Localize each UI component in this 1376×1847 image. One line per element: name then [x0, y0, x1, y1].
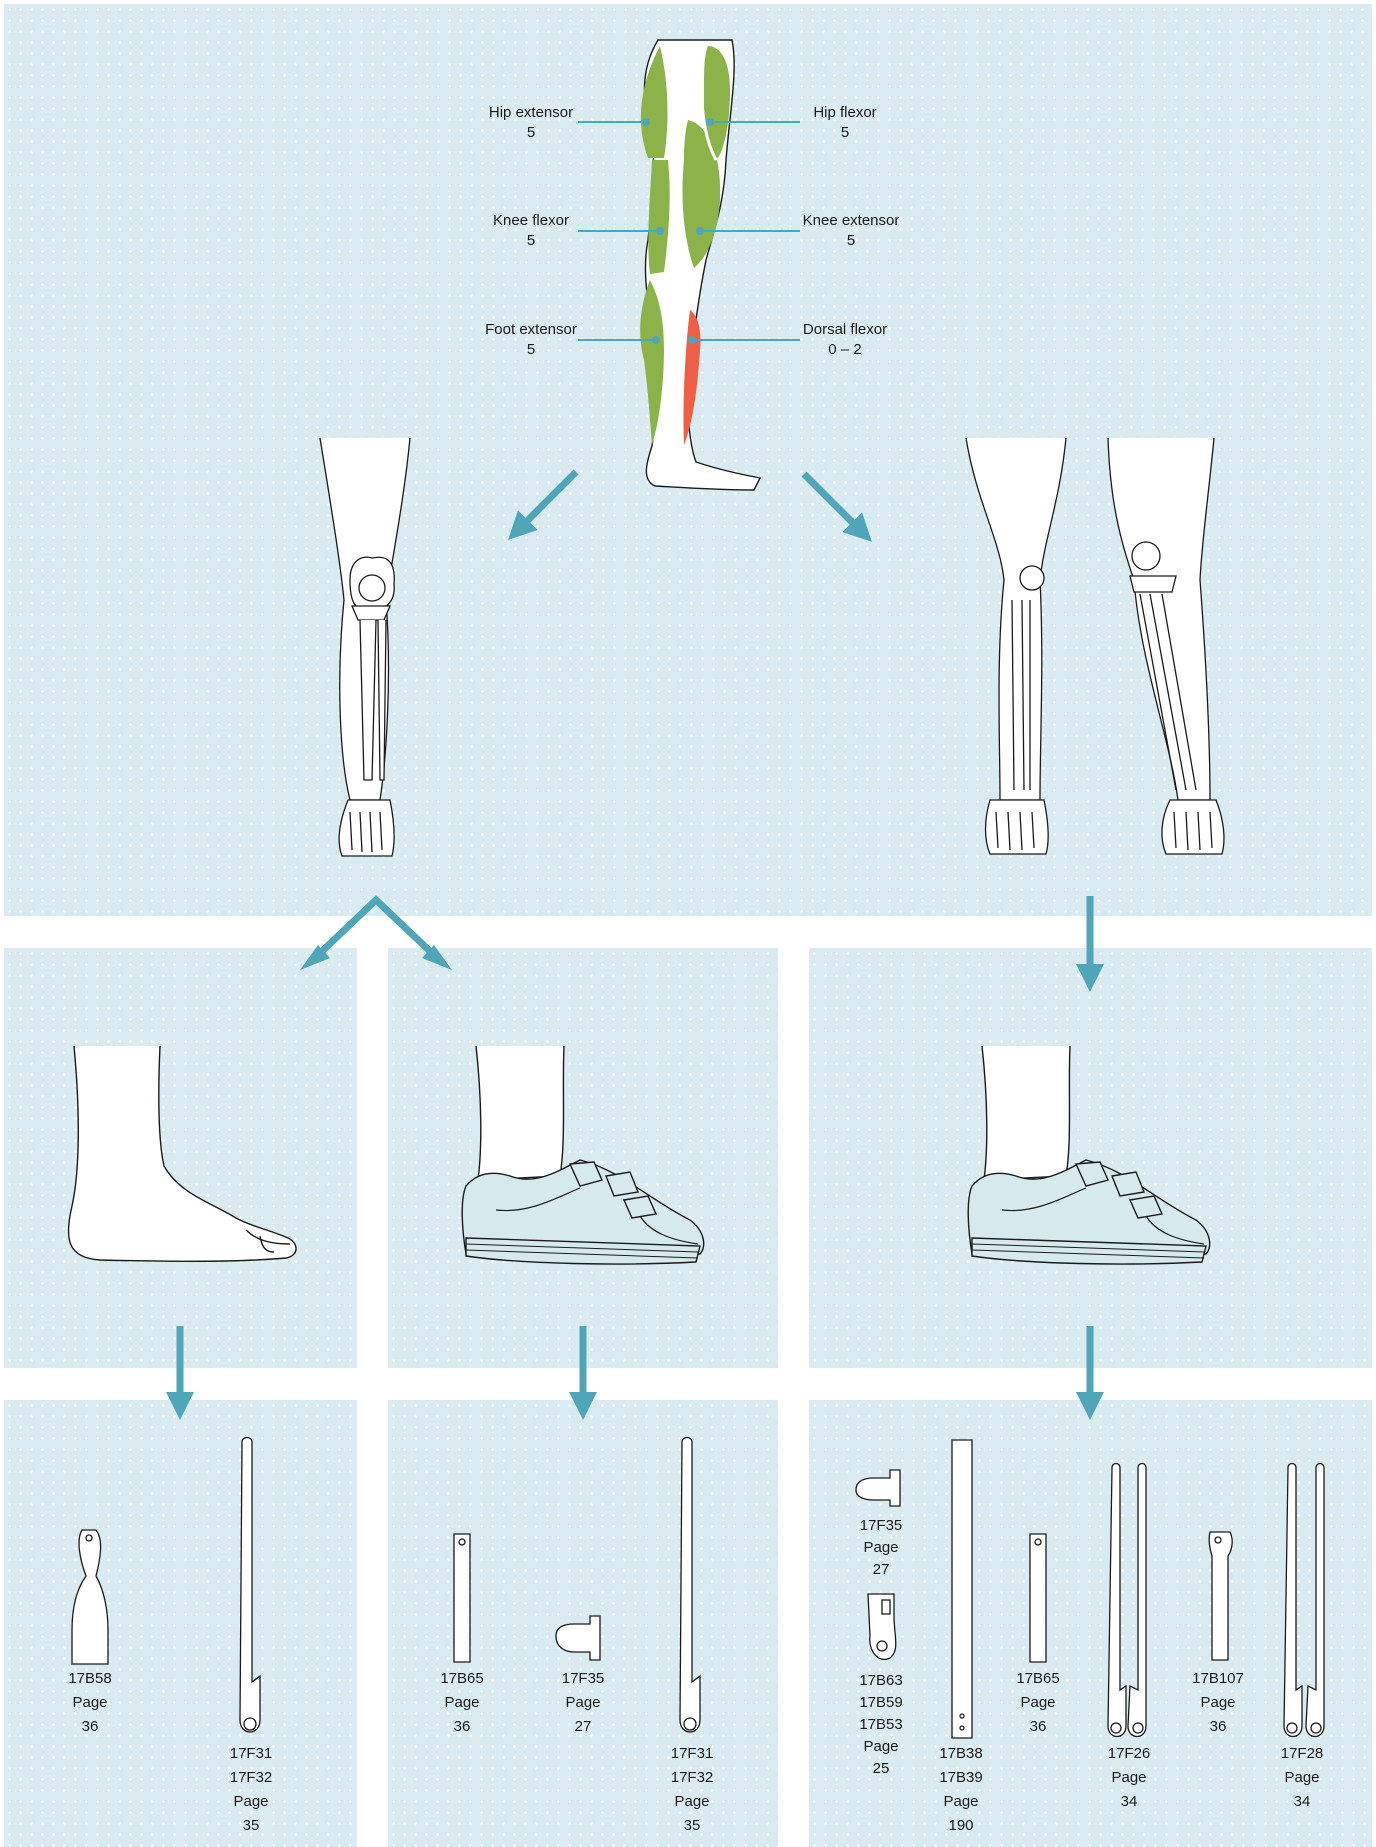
part-17b65-2 [1030, 1534, 1046, 1662]
part-label-17f35-1: 17F35Page27 [562, 1667, 605, 1739]
part-17f35-1 [556, 1616, 600, 1660]
part-17b58 [72, 1530, 108, 1664]
part-17f31-1 [240, 1438, 260, 1733]
part-17f31-2 [680, 1438, 700, 1733]
part-17b65-1 [454, 1534, 470, 1662]
shoe-illustration-1 [462, 1046, 703, 1264]
part-label-17f31-1: 17F3117F32Page35 [230, 1742, 273, 1838]
part-17b38 [952, 1440, 972, 1738]
muscle-label-knee-extensor: Knee extensor5 [803, 211, 900, 251]
leg-muscle-illustration [640, 40, 760, 490]
part-label-17f28: 17F28Page34 [1281, 1742, 1324, 1814]
barefoot-illustration [68, 1046, 296, 1261]
muscle-label-hip-extensor: Hip extensor5 [489, 103, 573, 143]
part-label-17b63: 17B6317B5917B53Page25 [859, 1670, 902, 1780]
part-label-17f35-2: 17F35Page27 [860, 1515, 903, 1581]
skeleton-legs-right [966, 438, 1224, 854]
part-label-17b107: 17B107Page36 [1192, 1667, 1244, 1739]
part-17f26 [1108, 1464, 1146, 1737]
skeleton-leg-left [320, 438, 410, 856]
muscle-label-knee-flexor: Knee flexor5 [493, 211, 569, 251]
part-17f28 [1284, 1464, 1324, 1737]
part-label-17f31-2: 17F3117F32Page35 [671, 1742, 714, 1838]
shoe-illustration-2 [968, 1046, 1209, 1264]
part-label-17b65-1: 17B65Page36 [440, 1667, 483, 1739]
muscle-label-hip-flexor: Hip flexor5 [813, 103, 876, 143]
diagram-arrows [180, 472, 1090, 1406]
muscle-label-foot-extensor: Foot extensor5 [485, 320, 577, 360]
part-17b107 [1209, 1532, 1232, 1660]
part-label-17f26: 17F26Page34 [1108, 1742, 1151, 1814]
part-17f35-2 [856, 1470, 900, 1506]
part-label-17b65-2: 17B65Page36 [1016, 1667, 1059, 1739]
part-label-17b38: 17B3817B39Page190 [939, 1742, 982, 1838]
orthosis-parts [72, 1438, 1324, 1739]
muscle-label-dorsal-flexor: Dorsal flexor0 – 2 [803, 320, 887, 360]
part-label-17b58: 17B58Page36 [68, 1667, 111, 1739]
